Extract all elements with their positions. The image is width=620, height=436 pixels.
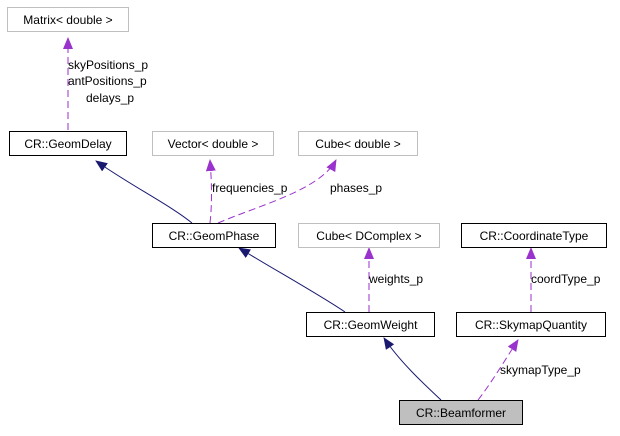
edge-label-skymaptype: skymapType_p xyxy=(500,363,581,377)
node-cr-geomdelay[interactable]: CR::GeomDelay xyxy=(9,131,127,156)
edge-label-frequencies: frequencies_p xyxy=(212,181,288,195)
node-cr-beamformer: CR::Beamformer xyxy=(399,400,523,425)
node-cr-geomphase[interactable]: CR::GeomPhase xyxy=(152,223,276,248)
edge-label-phases: phases_p xyxy=(330,181,383,195)
node-label: CR::CoordinateType xyxy=(479,228,589,243)
node-label: CR::GeomPhase xyxy=(168,228,260,243)
node-label: Cube< DComplex > xyxy=(316,228,422,243)
node-vector-double: Vector< double > xyxy=(152,131,274,156)
node-label: Matrix< double > xyxy=(23,12,113,27)
node-cr-coordinatetype[interactable]: CR::CoordinateType xyxy=(461,223,607,248)
node-label: CR::GeomDelay xyxy=(24,136,112,151)
edge-beamformer-skymapquantity xyxy=(477,339,519,401)
node-cube-dcomplex: Cube< DComplex > xyxy=(298,223,440,248)
node-label: Vector< double > xyxy=(167,136,259,151)
node-cube-double: Cube< double > xyxy=(298,131,418,156)
edge-beamformer-geomweight xyxy=(383,337,442,401)
node-matrix-double: Matrix< double > xyxy=(7,7,129,32)
node-label: CR::SkymapQuantity xyxy=(474,317,588,332)
edge-geomweight-geomphase xyxy=(238,247,346,313)
node-label: Cube< double > xyxy=(315,136,401,151)
edge-geomphase-vector xyxy=(205,159,216,224)
edge-label-antpositions: antPositions_p xyxy=(68,74,147,88)
edge-label-weights: weights_p xyxy=(369,272,424,286)
node-label: CR::Beamformer xyxy=(415,405,507,420)
edge-label-coordtype: coordType_p xyxy=(531,272,601,286)
node-label: CR::GeomWeight xyxy=(323,317,418,332)
node-cr-skymapquantity[interactable]: CR::SkymapQuantity xyxy=(456,312,606,337)
edge-geomphase-cubedouble xyxy=(217,159,337,224)
edge-label-delays: delays_p xyxy=(86,91,135,105)
edge-label-skypositions: skyPositions_p xyxy=(68,58,149,72)
node-cr-geomweight[interactable]: CR::GeomWeight xyxy=(306,312,435,337)
edge-geomphase-geomdelay xyxy=(95,160,193,224)
